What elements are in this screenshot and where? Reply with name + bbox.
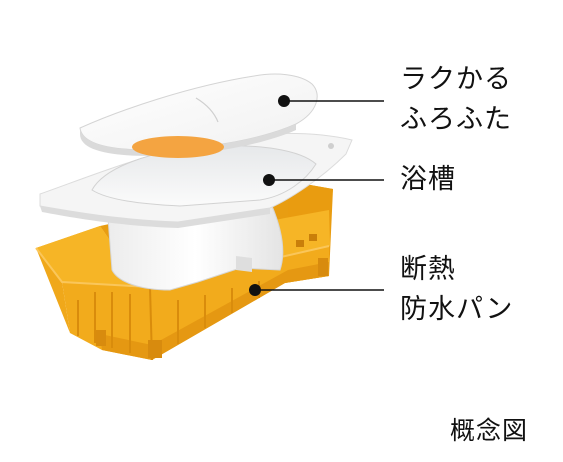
diagram-caption: 概念図: [450, 416, 529, 445]
leader-pan: [249, 284, 384, 296]
label-tub: 浴槽: [400, 164, 456, 195]
lid-handle-accent: [132, 136, 224, 158]
label-pan-line1: 断熱: [400, 254, 456, 285]
label-lid-line1: ラクかる: [400, 64, 512, 95]
label-pan-line2: 防水パン: [400, 294, 514, 325]
leader-tub: [263, 174, 384, 186]
bath-lid: [79, 73, 318, 158]
bathtub: [39, 132, 353, 291]
leader-lid: [278, 95, 384, 107]
label-lid-line2: ふろふた: [400, 104, 512, 135]
